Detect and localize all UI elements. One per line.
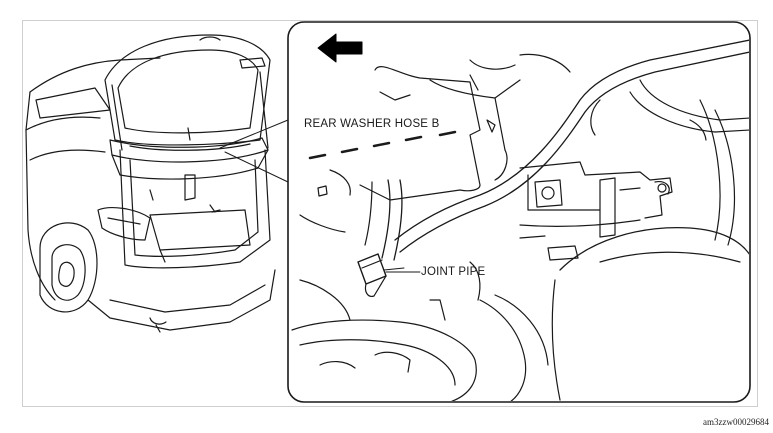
arrow-left-icon (317, 33, 363, 63)
figure-code: am3zzw00029684 (703, 417, 769, 427)
detail-drawing (291, 39, 749, 401)
rear-washer-hose-label: REAR WASHER HOSE B (304, 118, 440, 130)
joint-pipe-label: JOINT PIPE (421, 266, 486, 278)
car-rear-view (25, 34, 289, 333)
detail-callout (287, 21, 751, 403)
